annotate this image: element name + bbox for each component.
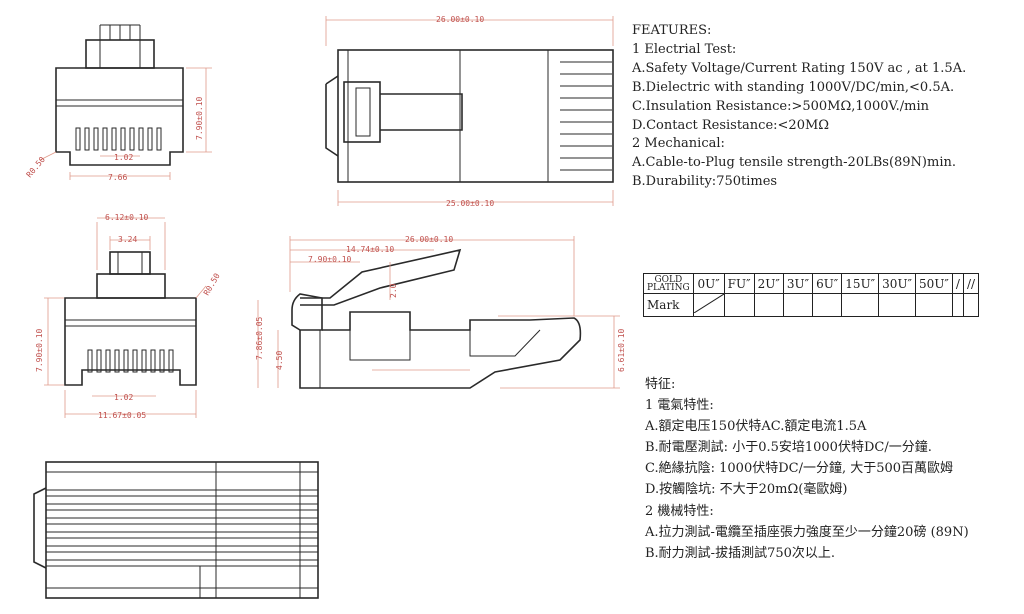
plating-option-cell: / bbox=[951, 273, 964, 294]
features-cn-line: A.額定电压150伏特AC.額定电流1.5A bbox=[645, 419, 867, 435]
dim-label: 4.50 bbox=[275, 351, 284, 370]
plating-option-cell: 30U″ bbox=[878, 273, 917, 294]
table-row: GOLD PLATING 0U″ FU″ 2U″ 3U″ 6U″ 15U″ 30… bbox=[643, 273, 980, 294]
dim-label: 7.66 bbox=[108, 173, 127, 182]
dim-label: 7.86±0.05 bbox=[255, 316, 264, 360]
mark-cell bbox=[723, 293, 755, 317]
dim-label: 7.90±0.10 bbox=[308, 255, 352, 264]
features-cn: 特征: 1 電氣特性: A.額定电压150伏特AC.額定电流1.5A B.耐電壓… bbox=[645, 374, 1020, 564]
mark-cell bbox=[782, 293, 814, 317]
features-en-line: D.Contact Resistance:<20MΩ bbox=[632, 117, 830, 133]
dim-label: 6.12±0.10 bbox=[105, 213, 149, 222]
dim-label: 6.61±0.10 bbox=[617, 328, 626, 372]
features-en: FEATURES: 1 Electrial Test: A.Safety Vol… bbox=[632, 22, 1022, 192]
features-cn-line: 1 電氣特性: bbox=[645, 398, 714, 414]
dim-label: 3.24 bbox=[118, 235, 137, 244]
side-view-top bbox=[325, 16, 614, 206]
plating-option-cell: 0U″ bbox=[692, 273, 725, 294]
plating-option-cell: FU″ bbox=[723, 273, 755, 294]
slash-icon bbox=[693, 293, 724, 314]
features-en-line: B.Durability:750times bbox=[632, 174, 778, 190]
mark-slash-cell bbox=[692, 293, 725, 317]
features-en-line: A.Safety Voltage/Current Rating 150V ac … bbox=[632, 60, 967, 76]
features-cn-line: A.拉力測試-電纜至插座張力強度至少一分鐘20磅 (89N) bbox=[645, 524, 969, 540]
plating-option-cell: 50U″ bbox=[915, 273, 953, 294]
features-cn-line: B.耐力測試-拔插測試750次以上. bbox=[645, 545, 836, 561]
mark-cell bbox=[878, 293, 917, 317]
plating-option-cell: 3U″ bbox=[782, 273, 814, 294]
plating-header-cell: GOLD PLATING bbox=[643, 273, 694, 294]
dim-label: 1.02 bbox=[114, 153, 133, 162]
features-en-line: B.Dielectric with standing 1000V/DC/min,… bbox=[632, 79, 955, 95]
plating-option-cell: 6U″ bbox=[812, 273, 843, 294]
mark-cell bbox=[915, 293, 953, 317]
dim-label: R0.50 bbox=[202, 271, 222, 297]
dim-label: 7.90±0.10 bbox=[35, 328, 44, 372]
side-view-bottom bbox=[257, 236, 620, 389]
table-row: Mark bbox=[643, 293, 980, 317]
features-en-title: FEATURES: bbox=[632, 23, 712, 38]
mark-cell bbox=[962, 293, 980, 317]
dim-label: 25.00±0.10 bbox=[446, 199, 494, 208]
features-cn-line: B.耐電壓測試: 小于0.5安培1000伏特DC/一分鐘. bbox=[645, 440, 932, 456]
dim-label: 26.00±0.10 bbox=[436, 15, 484, 24]
mark-cell bbox=[841, 293, 880, 317]
mark-cell bbox=[951, 293, 964, 317]
dim-label: R0.50 bbox=[25, 155, 47, 179]
dim-label: 7.90±0.10 bbox=[195, 96, 204, 140]
features-cn-title: 特征: bbox=[645, 377, 676, 392]
features-en-line: 1 Electrial Test: bbox=[632, 41, 737, 57]
plating-option-cell: // bbox=[962, 273, 980, 294]
features-cn-line: 2 機械特性: bbox=[645, 503, 714, 519]
features-en-line: 2 Mechanical: bbox=[632, 136, 725, 152]
mark-label-cell: Mark bbox=[643, 293, 694, 317]
bottom-view bbox=[33, 461, 319, 599]
dim-label: 11.67±0.05 bbox=[98, 411, 146, 420]
features-cn-line: C.絶緣抗陰: 1000伏特DC/一分鐘, 大于500百萬歐姆 bbox=[645, 461, 954, 477]
features-en-line: C.Insulation Resistance:>500MΩ,1000V./mi… bbox=[632, 98, 929, 114]
features-cn-line: D.按觸陰坑: 不大于20mΩ(毫歐姆) bbox=[645, 482, 848, 498]
plating-header-bottom: PLATING bbox=[647, 282, 690, 293]
front-view-top bbox=[39, 24, 212, 180]
dim-label: 26.00±0.10 bbox=[405, 235, 453, 244]
dim-label: 14.74±0.10 bbox=[346, 245, 394, 254]
features-en-line: A.Cable-to-Plug tensile strength-20LBs(8… bbox=[632, 155, 956, 171]
plating-table: GOLD PLATING 0U″ FU″ 2U″ 3U″ 6U″ 15U″ 30… bbox=[643, 273, 980, 317]
plating-option-cell: 15U″ bbox=[841, 273, 880, 294]
mark-cell bbox=[812, 293, 843, 317]
front-view-bottom bbox=[44, 217, 207, 418]
plating-header-top: GOLD bbox=[654, 274, 683, 285]
dim-label: 1.02 bbox=[114, 393, 133, 402]
mark-cell bbox=[753, 293, 784, 317]
dim-label: 2.0 bbox=[389, 283, 398, 298]
plating-option-cell: 2U″ bbox=[753, 273, 784, 294]
